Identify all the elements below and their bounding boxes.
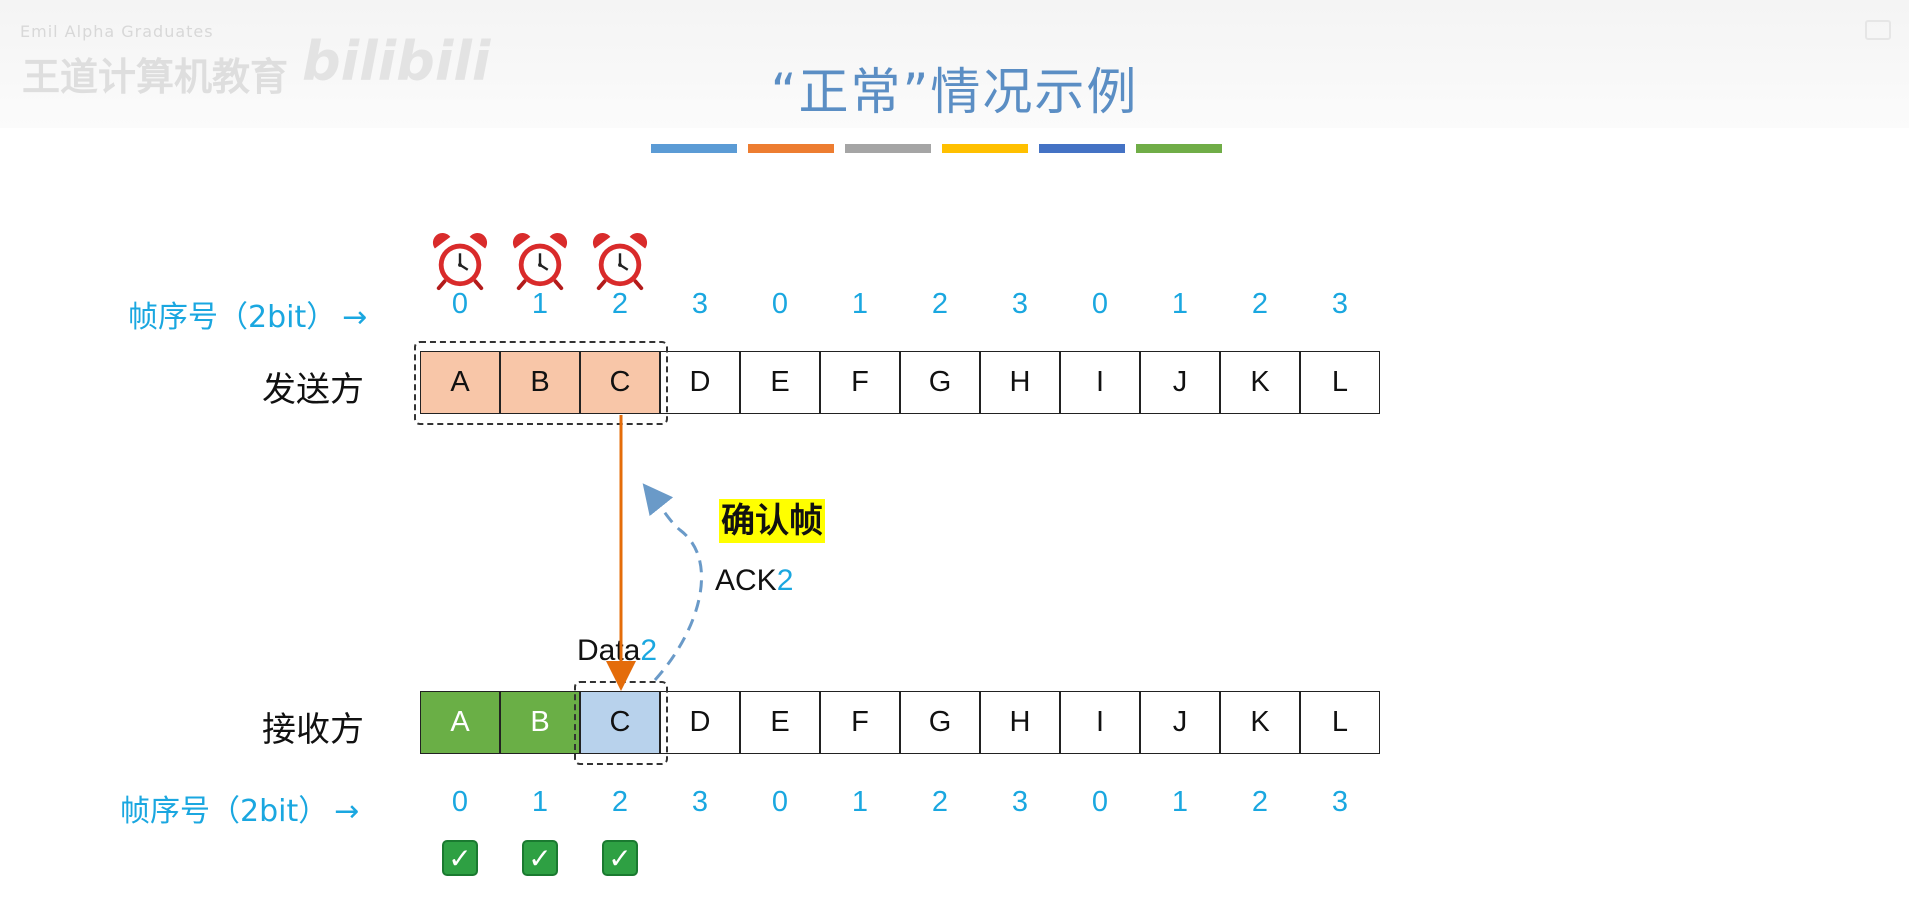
sender-seq-number: 1 <box>851 288 869 320</box>
receiver-frame-l: L <box>1300 691 1380 754</box>
slide-title: “正常”情况示例 <box>770 63 1139 121</box>
sender-frame-l: L <box>1300 351 1380 414</box>
receiver-frame-j: J <box>1140 691 1220 754</box>
sender-seq-number: 3 <box>1011 288 1029 320</box>
sender-frame-f: F <box>820 351 900 414</box>
receiver-frame-d: D <box>660 691 740 754</box>
color-bar <box>748 144 834 153</box>
arrow-right-icon: → <box>342 300 368 335</box>
sender-frame-a: A <box>420 351 500 414</box>
receiver-seq-label: 帧序号（2bit）→ <box>120 786 359 830</box>
sender-seq-number: 2 <box>611 288 629 320</box>
receiver-seq-number: 2 <box>611 786 629 818</box>
color-bar <box>942 144 1028 153</box>
check-icon: ✓ <box>522 840 558 876</box>
receiver-frame-g: G <box>900 691 980 754</box>
sender-seq-number: 0 <box>451 288 469 320</box>
sender-frame-d: D <box>660 351 740 414</box>
receiver-seq-number: 3 <box>691 786 709 818</box>
sender-seq-number: 0 <box>771 288 789 320</box>
receiver-seq-number: 3 <box>1011 786 1029 818</box>
sender-seq-label: 帧序号（2bit）→ <box>128 292 367 336</box>
sender-frame-j: J <box>1140 351 1220 414</box>
receiver-frame-c: C <box>580 691 660 754</box>
ack-label: ACK2 <box>715 564 793 598</box>
sender-seq-number: 2 <box>931 288 949 320</box>
receiver-seq-number: 0 <box>771 786 789 818</box>
sender-seq-number: 2 <box>1251 288 1269 320</box>
sender-seq-number: 1 <box>531 288 549 320</box>
ack-frame-label: 确认帧 <box>719 499 825 543</box>
receiver-frame-b: B <box>500 691 580 754</box>
receiver-seq-number: 1 <box>1171 786 1189 818</box>
watermark-caption: Emil Alpha Graduates <box>20 22 214 41</box>
header-band <box>0 0 1909 128</box>
receiver-frame-k: K <box>1220 691 1300 754</box>
sender-frame-b: B <box>500 351 580 414</box>
sender-frame-i: I <box>1060 351 1140 414</box>
data-number: 2 <box>640 634 658 667</box>
sender-frame-k: K <box>1220 351 1300 414</box>
color-bar <box>651 144 737 153</box>
sender-seq-number: 3 <box>691 288 709 320</box>
receiver-frame-a: A <box>420 691 500 754</box>
receiver-seq-number: 0 <box>451 786 469 818</box>
sender-seq-number: 3 <box>1331 288 1349 320</box>
receiver-seq-number: 2 <box>931 786 949 818</box>
sender-label: 发送方 <box>262 370 364 410</box>
receiver-label: 接收方 <box>262 710 364 750</box>
alarm-clock-icon <box>511 233 569 291</box>
receiver-frame-f: F <box>820 691 900 754</box>
receiver-seq-number: 1 <box>851 786 869 818</box>
sender-frame-h: H <box>980 351 1060 414</box>
fullscreen-icon[interactable] <box>1865 20 1891 40</box>
seq-label-text: 帧序号（2bit） <box>128 300 337 335</box>
receiver-frame-e: E <box>740 691 820 754</box>
receiver-seq-number: 3 <box>1331 786 1349 818</box>
color-bar <box>1039 144 1125 153</box>
alarm-clock-icon <box>591 233 649 291</box>
sender-seq-number: 0 <box>1091 288 1109 320</box>
arrow-right-icon: → <box>334 794 360 829</box>
receiver-seq-number: 1 <box>531 786 549 818</box>
ack-arrow <box>642 483 703 682</box>
sender-window <box>414 341 668 425</box>
ack-text: ACK <box>715 564 777 597</box>
check-icon: ✓ <box>602 840 638 876</box>
check-icon: ✓ <box>442 840 478 876</box>
color-bar <box>1136 144 1222 153</box>
sender-frame-e: E <box>740 351 820 414</box>
ack-number: 2 <box>776 564 794 597</box>
receiver-seq-number: 0 <box>1091 786 1109 818</box>
alarm-clock-icon <box>431 233 489 291</box>
bilibili-logo: bilibili <box>302 30 491 93</box>
receiver-frame-h: H <box>980 691 1060 754</box>
color-bar <box>845 144 931 153</box>
sender-frame-g: G <box>900 351 980 414</box>
receiver-frame-i: I <box>1060 691 1140 754</box>
sender-frame-c: C <box>580 351 660 414</box>
watermark-logo: 王道计算机教育 <box>22 55 289 99</box>
sender-seq-number: 1 <box>1171 288 1189 320</box>
receiver-seq-number: 2 <box>1251 786 1269 818</box>
seq-label-text: 帧序号（2bit） <box>120 794 329 829</box>
